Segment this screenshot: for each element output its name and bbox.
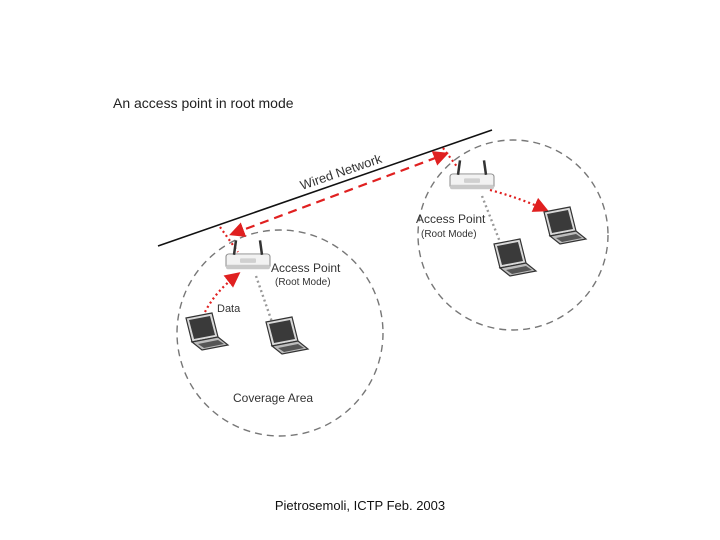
right-ap-mode: (Root Mode) bbox=[421, 229, 477, 240]
left-data-link bbox=[204, 272, 241, 313]
right-data-link bbox=[489, 188, 549, 212]
slide-footer: Pietrosemoli, ICTP Feb. 2003 bbox=[274, 498, 446, 513]
left-wireless-link bbox=[254, 275, 274, 323]
right-wireless-link bbox=[480, 195, 502, 243]
right-ap-label: Access Point bbox=[416, 212, 486, 226]
laptop-left-2-icon bbox=[265, 316, 309, 355]
left-data-label: Data bbox=[217, 303, 241, 315]
coverage-area-label: Coverage Area bbox=[233, 391, 313, 405]
wired-data-link bbox=[229, 151, 449, 237]
slide-title: An access point in root mode bbox=[113, 95, 294, 111]
laptop-left-1-icon bbox=[185, 312, 229, 351]
left-ap-label: Access Point bbox=[271, 261, 341, 275]
left-ap-mode: (Root Mode) bbox=[275, 277, 331, 288]
right-ap-uplink bbox=[442, 147, 459, 169]
coverage-area-right bbox=[417, 139, 609, 331]
laptop-right-1-icon bbox=[543, 206, 587, 245]
laptop-right-2-icon bbox=[493, 238, 537, 277]
